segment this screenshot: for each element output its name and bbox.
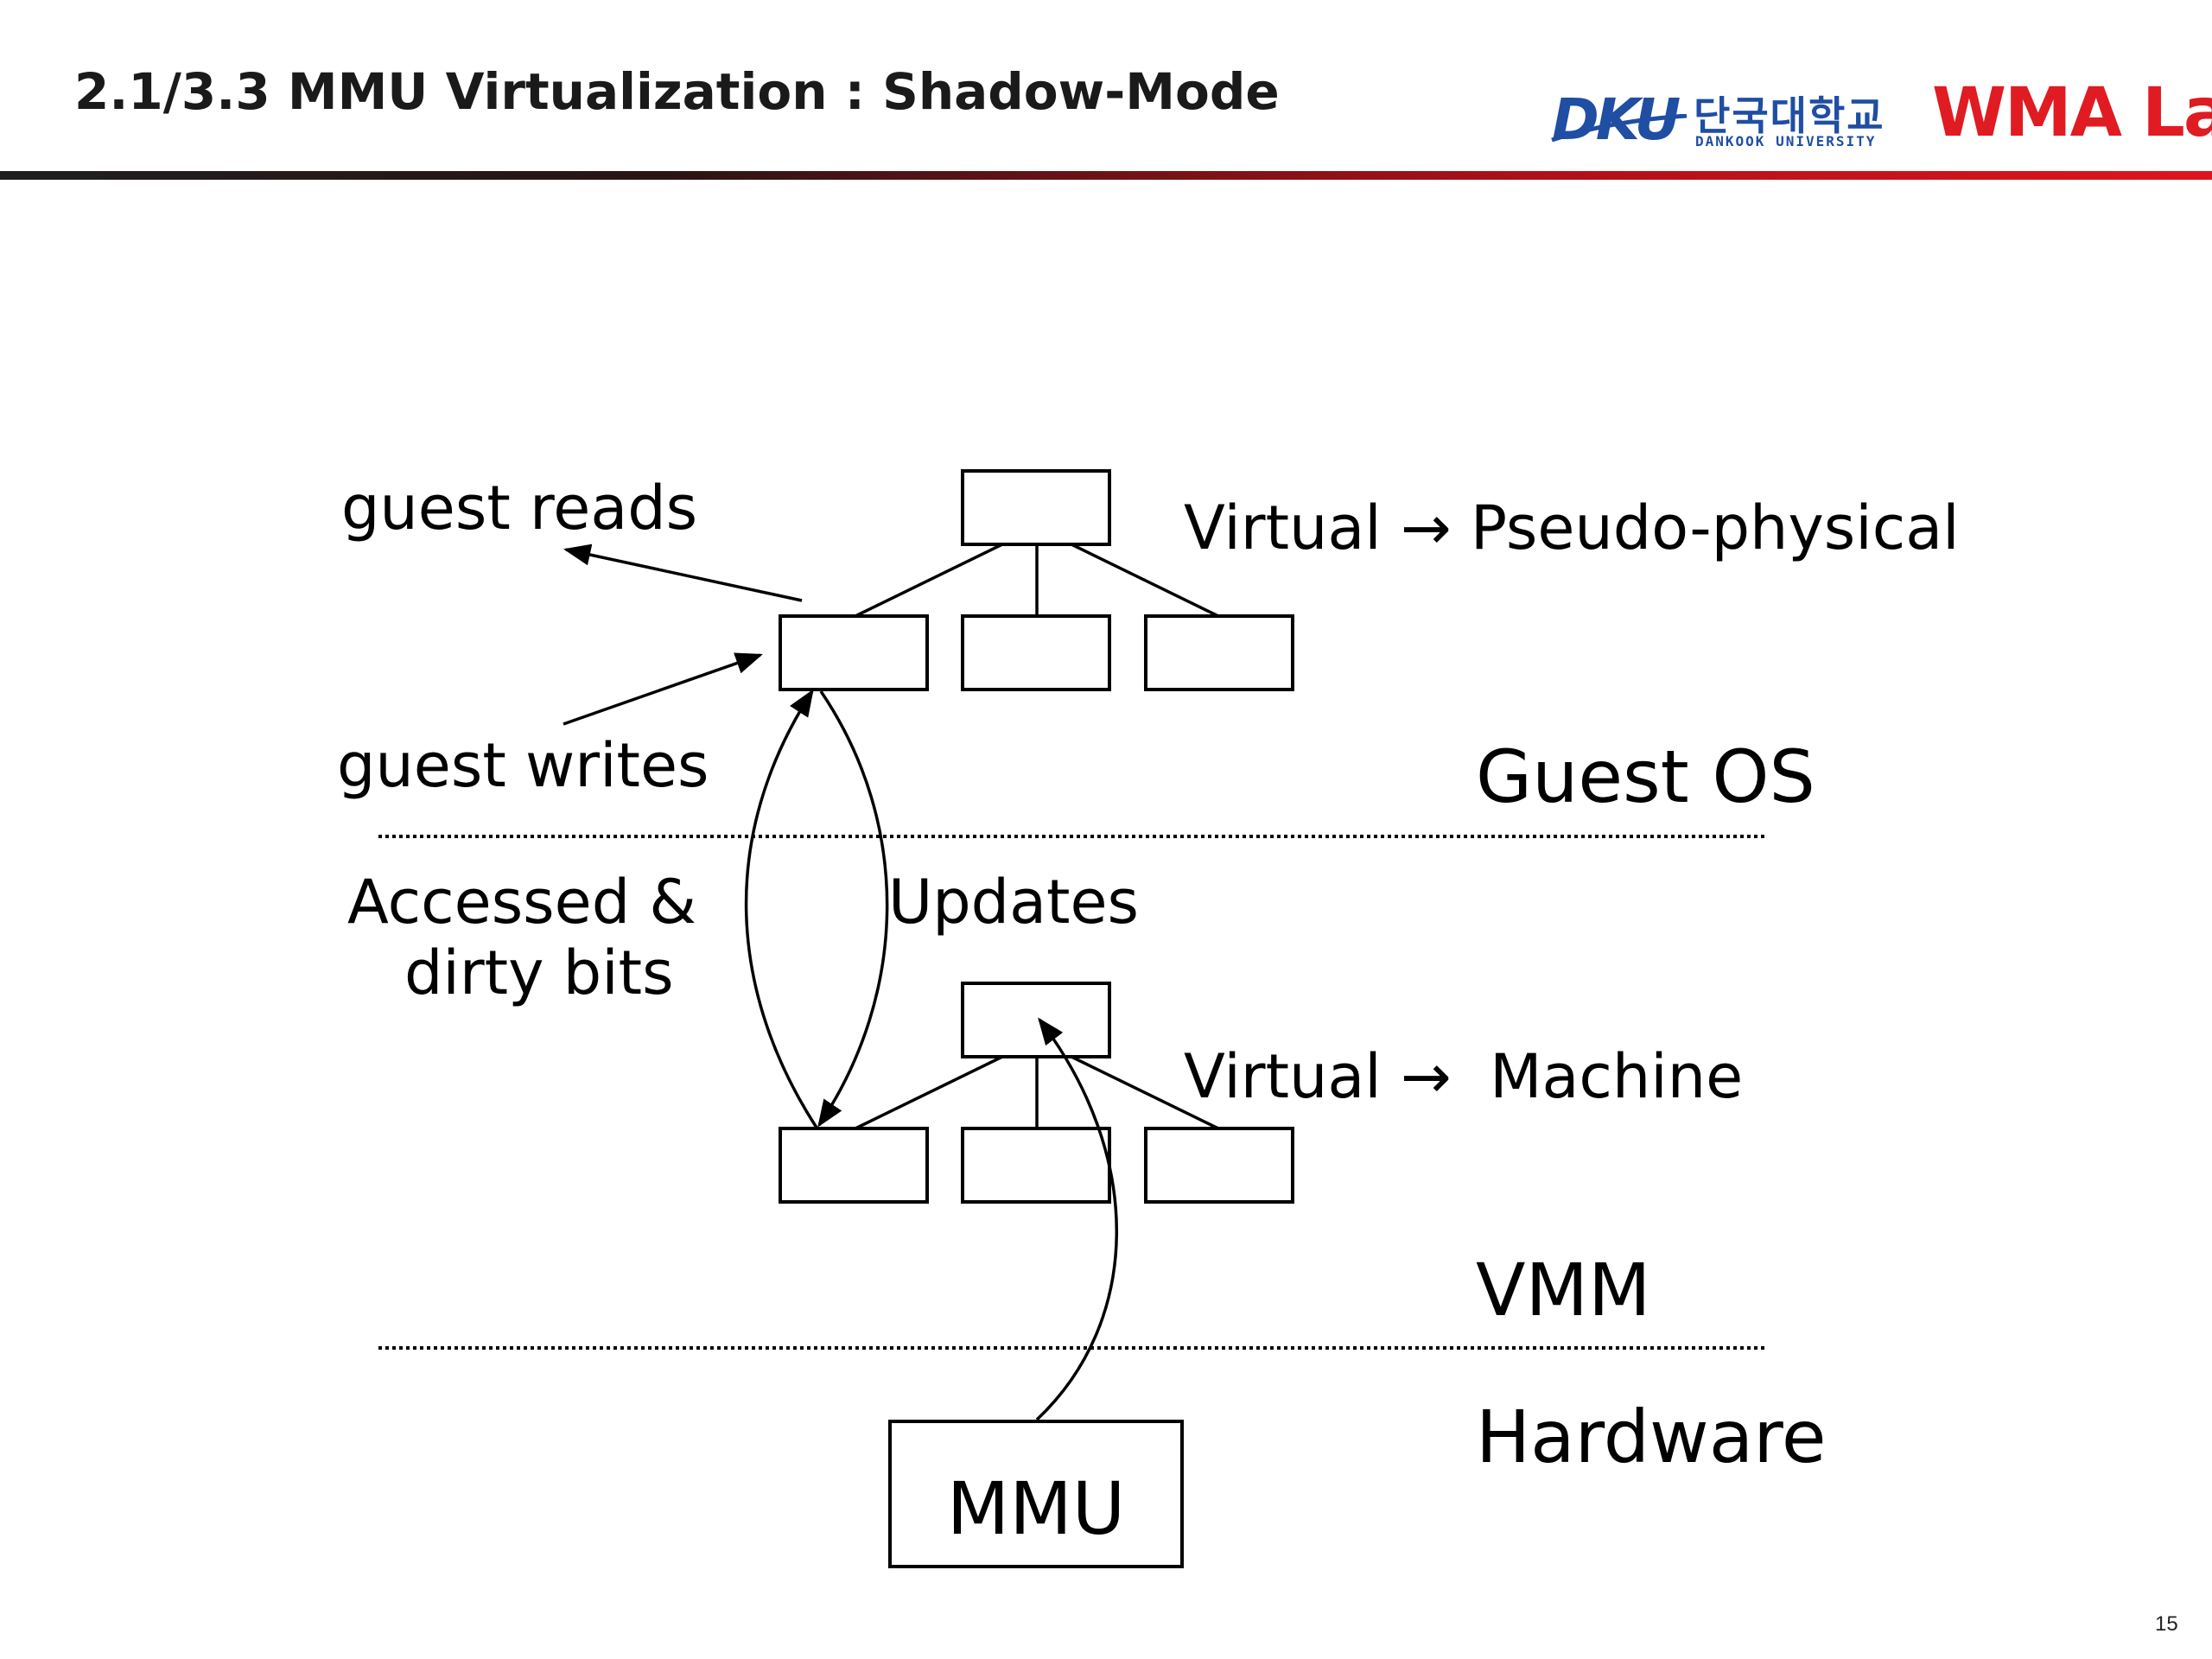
- mmu-box: [888, 1420, 1184, 1568]
- vmm-label: VMM: [1476, 1248, 1650, 1332]
- page-number: 15: [2155, 1612, 2178, 1636]
- guest-page-table: [779, 469, 1294, 691]
- mmu-walk-arrow: [1035, 1017, 1118, 1421]
- wma-lab-logo: WMA Lab®: [1932, 74, 2212, 152]
- wma-lab-name: WMA Lab: [1932, 74, 2212, 152]
- dku-swoosh-icon: [1551, 114, 1688, 143]
- hardware-label: Hardware: [1476, 1395, 1827, 1479]
- mmu-label: MMU: [947, 1466, 1125, 1551]
- shadow-table-root-box: [961, 982, 1111, 1058]
- guest-table-child-box: [961, 614, 1111, 691]
- guest-writes-arrow: [563, 652, 763, 726]
- updates-arrow: [817, 690, 889, 1128]
- title-divider: [0, 171, 2212, 180]
- guest-os-label: Guest OS: [1476, 734, 1815, 819]
- guest-table-root-box: [961, 469, 1111, 546]
- accessed-dirty-bits-label-line1: Accessed &: [347, 867, 696, 938]
- dku-logo-english: DANKOOK UNIVERSITY: [1695, 133, 1877, 149]
- virtual-to-machine-label: Virtual → Machine: [1184, 1041, 1743, 1112]
- dku-logo-korean: 단국대학교: [1694, 92, 1885, 139]
- accessed-dirty-bits-arrow: [744, 689, 818, 1128]
- shadow-table-child-box: [961, 1127, 1111, 1204]
- virtual-to-pseudo-physical-label: Virtual → Pseudo-physical: [1184, 493, 1960, 563]
- guest-table-child-box: [779, 614, 929, 691]
- guest-table-child-box: [1144, 614, 1294, 691]
- guest-reads-arrow: [563, 543, 803, 602]
- slide-title: 2.1/3.3 MMU Virtualization : Shadow-Mode: [74, 62, 1280, 121]
- shadow-table-child-box: [1144, 1127, 1294, 1204]
- updates-label: Updates: [888, 867, 1139, 938]
- accessed-dirty-bits-label-line2: dirty bits: [404, 938, 674, 1008]
- guest-writes-label: guest writes: [337, 730, 709, 801]
- shadow-table-child-box: [779, 1127, 929, 1204]
- guest-reads-label: guest reads: [341, 473, 697, 543]
